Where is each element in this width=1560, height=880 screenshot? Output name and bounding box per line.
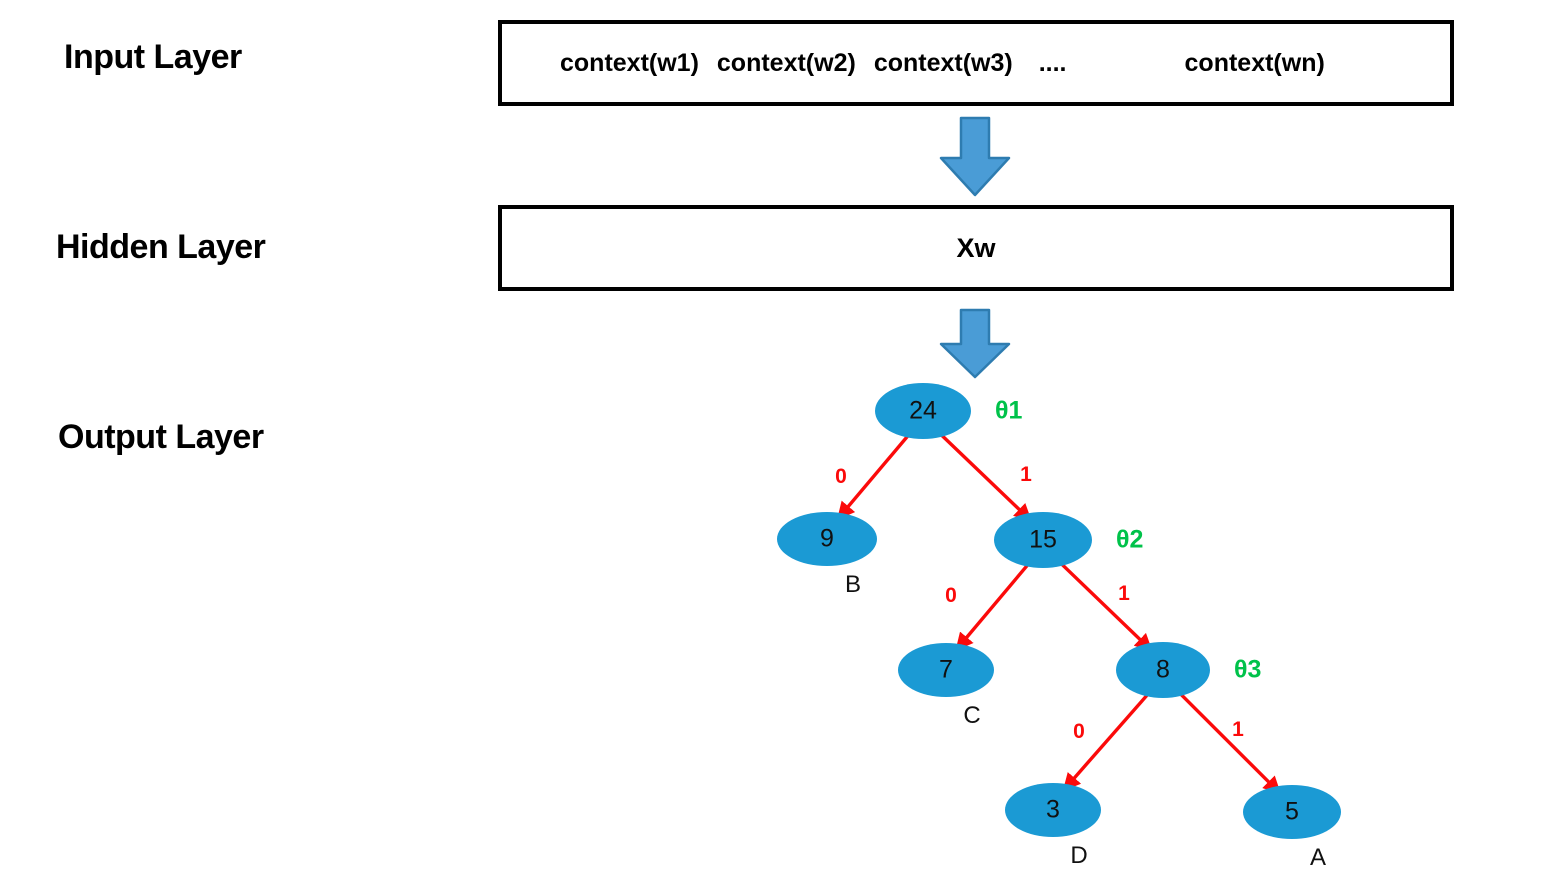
tree-node-24[interactable]: 24 θ1 xyxy=(875,383,1023,439)
input-layer-box: context(w1) context(w2) context(w3) ....… xyxy=(498,20,1454,106)
theta-label-θ3: θ3 xyxy=(1234,656,1261,684)
edge-label-n15-n7: 0 xyxy=(945,584,957,607)
node-ellipse-15[interactable] xyxy=(994,512,1092,568)
node-value-24: 24 xyxy=(909,397,937,425)
node-value-5: 5 xyxy=(1285,798,1299,826)
node-ellipse-3[interactable] xyxy=(1005,783,1101,837)
tree-node-7[interactable]: 7C xyxy=(898,643,994,729)
hidden-layer-value: Xw xyxy=(956,232,996,263)
context-word-1: context(w1) xyxy=(560,48,699,77)
hidden-layer-box: Xw xyxy=(498,205,1454,291)
tree-node-5[interactable]: 5A xyxy=(1243,785,1341,871)
node-value-8: 8 xyxy=(1156,656,1170,684)
tree-edge-n15-to-n7 xyxy=(955,560,1032,651)
leaf-letter-D: D xyxy=(1070,842,1087,869)
tree-edge-n15-to-n8 xyxy=(1055,558,1153,652)
node-value-7: 7 xyxy=(939,656,953,684)
theta-label-θ1: θ1 xyxy=(995,397,1023,425)
node-value-15: 15 xyxy=(1029,526,1057,554)
edge-label-n24-n15: 1 xyxy=(1020,463,1032,486)
tree-node-8[interactable]: 8 θ3 xyxy=(1116,642,1261,698)
node-value-9: 9 xyxy=(820,525,834,553)
node-ellipse-5[interactable] xyxy=(1243,785,1341,839)
tree-node-9[interactable]: 9B xyxy=(777,512,877,598)
edge-label-n24-n9: 0 xyxy=(835,465,847,488)
hidden-layer-label: Hidden Layer xyxy=(56,228,266,266)
node-value-3: 3 xyxy=(1046,796,1060,824)
tree-edges xyxy=(836,429,1282,795)
node-ellipse-9[interactable] xyxy=(777,512,877,566)
down-arrow-icon-hidden-to-output xyxy=(935,308,1015,385)
edge-label-n8-n5: 1 xyxy=(1232,718,1244,741)
theta-label-θ2: θ2 xyxy=(1116,526,1143,554)
tree-edge-n24-to-n15 xyxy=(935,429,1032,522)
node-ellipse-24[interactable] xyxy=(875,383,971,439)
down-arrow-icon-input-to-hidden xyxy=(935,116,1015,203)
tree-edge-n24-to-n9 xyxy=(836,431,913,520)
context-word-3: context(w3) xyxy=(873,48,1013,77)
leaf-letter-A: A xyxy=(1310,844,1326,871)
input-layer-label: Input Layer xyxy=(64,38,242,76)
edge-label-n8-n3: 0 xyxy=(1073,720,1085,743)
context-ellipsis: .... xyxy=(1038,48,1067,77)
output-layer-label: Output Layer xyxy=(58,418,264,456)
tree-edge-n8-to-n5 xyxy=(1175,688,1282,795)
edge-label-n15-n8: 1 xyxy=(1118,582,1130,605)
node-ellipse-8[interactable] xyxy=(1116,642,1210,698)
node-ellipse-7[interactable] xyxy=(898,643,994,697)
tree-node-3[interactable]: 3D xyxy=(1005,783,1101,869)
tree-edge-n8-to-n3 xyxy=(1062,689,1153,792)
context-word-row: context(w1) context(w2) context(w3) ....… xyxy=(502,49,1450,78)
tree-edge-labels: 0 1 0 1 0 1 xyxy=(835,463,1244,743)
leaf-letter-B: B xyxy=(845,571,861,598)
context-word-2: context(w2) xyxy=(716,48,856,77)
leaf-letter-C: C xyxy=(963,702,980,729)
tree-node-15[interactable]: 15 θ2 xyxy=(994,512,1143,568)
context-word-n: context(wn) xyxy=(1184,48,1325,77)
